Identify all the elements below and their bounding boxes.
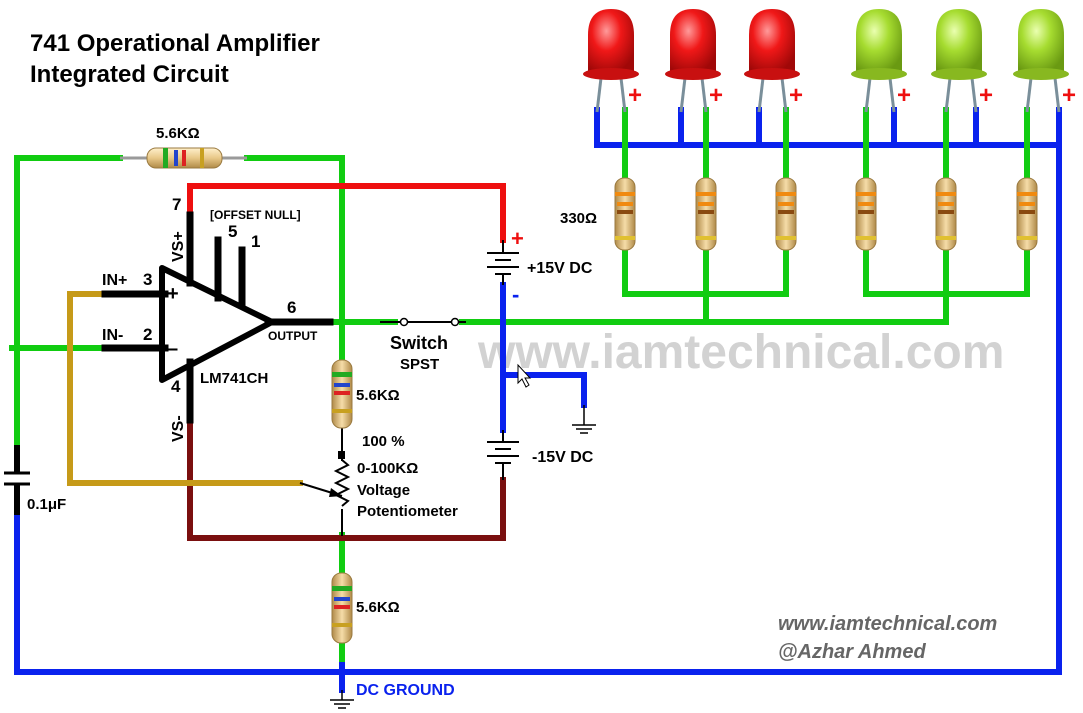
in-plus-label: IN+ — [102, 272, 127, 289]
credits-site: www.iamtechnical.com — [778, 613, 997, 635]
led-rim — [931, 68, 987, 80]
feedback-resistor — [120, 147, 247, 169]
pin4-number: 4 — [171, 377, 181, 396]
led-resistor-2 — [695, 177, 717, 251]
opamp: + – 7 5 1 3 2 4 6 IN+ IN- OUTPUT [OFFSET… — [101, 195, 334, 442]
potentiometer — [299, 451, 351, 507]
negative-supply-label: -15V DC — [532, 449, 594, 466]
pot-bottom-resistor — [331, 572, 353, 644]
led-plus-sign: + — [628, 82, 642, 109]
positive-supply-wire — [187, 183, 506, 243]
led-plus-sign: + — [979, 82, 993, 109]
led-plus-sign: + — [789, 82, 803, 109]
offset-null-label: [OFFSET NULL] — [210, 208, 301, 222]
vs-minus-label: VS- — [170, 415, 187, 442]
capacitor-label: 0.1μF — [27, 496, 66, 513]
led-dome — [936, 9, 982, 72]
pot-percent-label: 100 % — [362, 433, 405, 450]
title-line1: 741 Operational Amplifier — [30, 30, 320, 57]
led-anode-wires — [622, 107, 1030, 183]
positive-battery — [487, 240, 519, 285]
pin6-number: 6 — [287, 298, 296, 317]
led-rim — [1013, 68, 1069, 80]
led-dome — [749, 9, 795, 72]
led-dome — [670, 9, 716, 72]
led-resistor-5 — [935, 177, 957, 251]
output-label: OUTPUT — [268, 329, 318, 343]
credits-author: @Azhar Ahmed — [778, 641, 926, 663]
switch-label: Switch — [390, 333, 448, 353]
led-resistor-3 — [775, 177, 797, 251]
dc-ground-icon — [330, 690, 354, 709]
title-line2: Integrated Circuit — [30, 61, 229, 88]
negative-battery — [487, 430, 519, 480]
led-rim — [744, 68, 800, 80]
opamp-plus: + — [167, 283, 179, 305]
led-3: + — [744, 9, 803, 113]
led-plus-sign: + — [1062, 82, 1076, 109]
non-inverting-wire — [67, 291, 303, 486]
led-cathode-wires — [594, 107, 1062, 675]
capacitor — [4, 445, 30, 515]
opamp-minus: – — [167, 338, 178, 360]
dc-ground-label: DC GROUND — [356, 682, 455, 699]
pot-top-resistor-label: 5.6KΩ — [356, 387, 400, 404]
led-resistor-group2 — [863, 247, 1030, 325]
led-5: + — [931, 9, 993, 113]
led-dome — [856, 9, 902, 72]
pin1-number: 1 — [251, 232, 260, 251]
mouse-cursor-icon — [517, 363, 532, 388]
led-resistor-4 — [855, 177, 877, 251]
pot-label-line1: Voltage — [357, 482, 410, 499]
pin5-number: 5 — [228, 222, 237, 241]
in-minus-label: IN- — [102, 327, 123, 344]
pot-top-resistor — [331, 359, 353, 429]
led-plus-sign: + — [709, 82, 723, 109]
vs-plus-label: VS+ — [170, 231, 187, 262]
pot-label-line2: Potentiometer — [357, 503, 458, 520]
supply-ground-icon — [572, 405, 596, 434]
pin7-number: 7 — [172, 195, 181, 214]
led-4: + — [851, 9, 911, 113]
supply-ground-wire — [500, 372, 587, 408]
leds: + + + + + + — [583, 9, 1076, 113]
battery-plus-sign: + — [511, 226, 524, 251]
led-resistor-label: 330Ω — [560, 210, 597, 227]
led-2: + — [665, 9, 723, 113]
led-1: + — [583, 9, 642, 113]
opamp-part-label: LM741CH — [200, 370, 268, 387]
feedback-resistor-label: 5.6KΩ — [156, 125, 200, 142]
led-resistor-1 — [614, 177, 636, 251]
led-plus-sign: + — [897, 82, 911, 109]
led-rim — [851, 68, 907, 80]
pot-range-label: 0-100KΩ — [357, 460, 418, 477]
led-resistor-6 — [1016, 177, 1038, 251]
negative-supply-wire — [187, 417, 506, 541]
ground-bus — [14, 512, 1062, 675]
pin3-number: 3 — [143, 270, 152, 289]
pot-bottom-resistor-label: 5.6KΩ — [356, 599, 400, 616]
led-rim — [665, 68, 721, 80]
battery-minus-sign: - — [512, 282, 519, 307]
led-resistor-group1 — [622, 247, 789, 325]
led-resistors — [614, 177, 1038, 251]
switch-type-label: SPST — [400, 356, 439, 373]
feedback-wire — [14, 155, 345, 325]
positive-supply-label: +15V DC — [527, 260, 593, 277]
led-rim — [583, 68, 639, 80]
led-dome — [1018, 9, 1064, 72]
wires — [9, 107, 1062, 693]
spst-switch[interactable] — [380, 317, 466, 327]
pin2-number: 2 — [143, 325, 152, 344]
led-6: + — [1013, 9, 1076, 113]
led-dome — [588, 9, 634, 72]
watermark-text: www.iamtechnical.com — [477, 326, 1004, 379]
